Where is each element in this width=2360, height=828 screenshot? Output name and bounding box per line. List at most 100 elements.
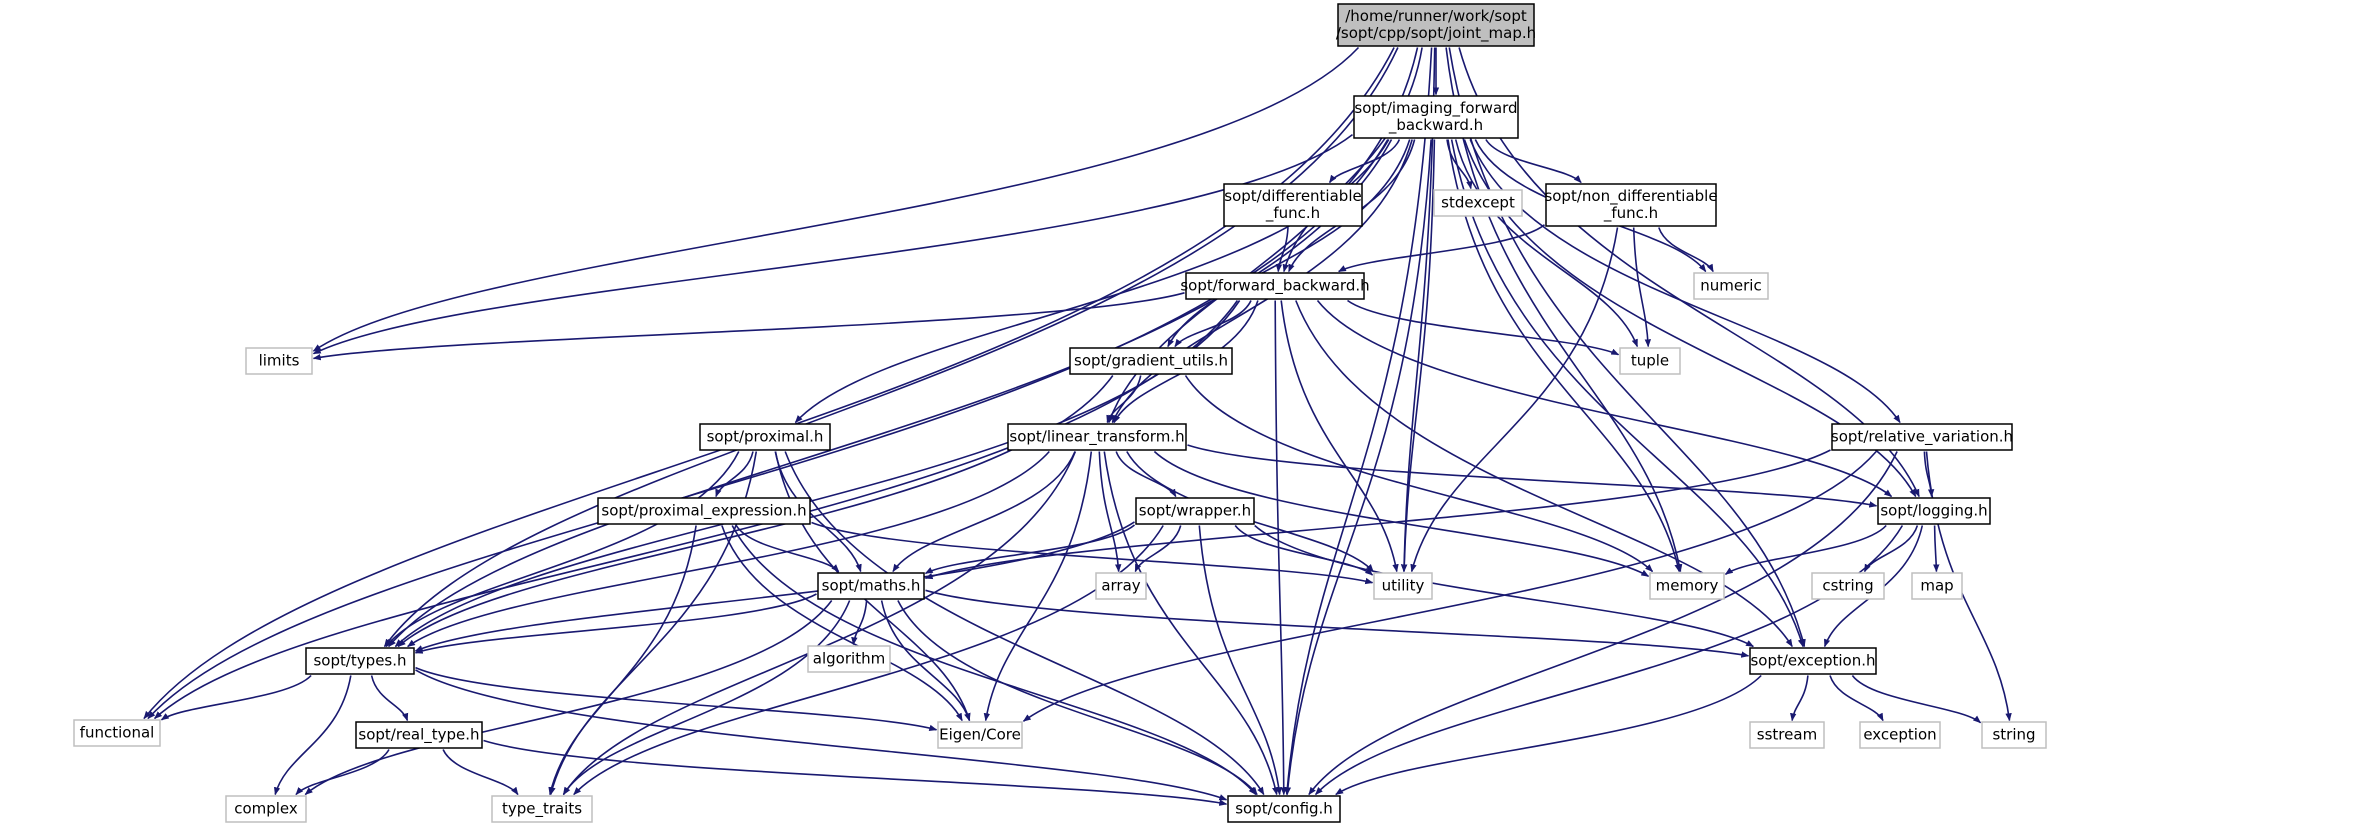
edge-joint_map-to-types	[383, 47, 1399, 648]
node-label: Eigen/Core	[939, 726, 1021, 744]
node-label: complex	[234, 800, 298, 818]
edge-types-to-functional	[160, 674, 312, 721]
edge-logging-to-cstring	[1863, 525, 1919, 573]
node-label: map	[1920, 577, 1953, 595]
node-label: sopt/imaging_forward	[1354, 99, 1517, 118]
edge-types-to-complex	[274, 675, 352, 796]
node-label: sopt/types.h	[313, 652, 406, 670]
edge-nondiff_func-to-utility	[1410, 227, 1619, 573]
node-box	[491, 795, 593, 823]
node-box	[355, 721, 483, 749]
node-functional: functional	[73, 719, 161, 747]
edge-proximal-to-maths	[774, 451, 862, 573]
edge-proximal-to-types	[385, 451, 740, 648]
node-box	[1811, 572, 1885, 600]
node-map: map	[1911, 572, 1963, 600]
node-box	[1911, 572, 1963, 600]
node-box	[1877, 497, 1991, 525]
edge-forward_backward-to-config	[1274, 300, 1287, 796]
edge-wrapper-to-exception	[1254, 524, 1754, 648]
node-types[interactable]: sopt/types.h	[305, 647, 415, 675]
edge-relative_variation-to-maths	[924, 449, 1831, 580]
edge-wrapper-to-utility	[1234, 525, 1374, 576]
edge-imaging_fb-to-exception	[1450, 139, 1805, 648]
node-label: sopt/real_type.h	[358, 726, 479, 745]
node-utility: utility	[1373, 572, 1433, 600]
node-label: utility	[1382, 577, 1425, 595]
node-imaging-fb[interactable]: sopt/imaging_forward_backward.h	[1353, 95, 1519, 139]
edge-linear_transform-to-types	[407, 450, 1050, 648]
edge-types-to-eigen_core	[415, 666, 938, 731]
edge-forward_backward-to-limits	[312, 292, 1185, 361]
edge-relative_variation-to-eigen_core	[1022, 450, 1877, 722]
node-maths[interactable]: sopt/maths.h	[817, 572, 925, 600]
node-limits: limits	[245, 347, 313, 375]
node-label: sopt/forward_backward.h	[1180, 277, 1369, 296]
node-gradient-utils[interactable]: sopt/gradient_utils.h	[1069, 347, 1233, 375]
edge-gradient_utils-to-linear_transform	[1106, 375, 1142, 424]
edge-types-to-real_type	[370, 675, 409, 722]
edge-nondiff_func-to-tuple	[1632, 227, 1652, 348]
node-box	[1619, 347, 1681, 375]
node-box	[1749, 647, 1877, 675]
node-box	[699, 423, 831, 451]
node-label: array	[1101, 577, 1140, 595]
node-box	[597, 497, 811, 525]
edge-imaging_fb-to-utility	[1401, 139, 1436, 573]
node-forward-backward[interactable]: sopt/forward_backward.h	[1180, 272, 1370, 300]
edge-linear_transform-to-maths	[892, 451, 1076, 573]
edge-real_type-to-complex	[295, 749, 390, 796]
node-joint-map[interactable]: /home/runner/work/sopt/sopt/cpp/sopt/joi…	[1336, 3, 1536, 47]
node-exception[interactable]: sopt/exception.h	[1749, 647, 1877, 675]
edge-real_type-to-type_traits	[442, 749, 519, 796]
node-label: stdexcept	[1441, 194, 1515, 212]
node-wrapper[interactable]: sopt/wrapper.h	[1135, 497, 1255, 525]
node-label: sopt/config.h	[1235, 800, 1333, 818]
node-label: sopt/proximal.h	[707, 428, 824, 446]
node-label: numeric	[1700, 277, 1761, 295]
edge-imaging_fb-to-limits	[312, 133, 1353, 355]
node-exception-std: exception	[1859, 721, 1941, 749]
edge-forward_backward-to-tuple	[1347, 299, 1620, 356]
node-config[interactable]: sopt/config.h	[1227, 795, 1341, 823]
node-linear-transform[interactable]: sopt/linear_transform.h	[1007, 423, 1187, 451]
node-box	[1227, 795, 1341, 823]
node-label: cstring	[1822, 577, 1873, 595]
node-nondiff-func[interactable]: sopt/non_differentiable_func.h	[1544, 183, 1718, 227]
edge-imaging_fb-to-functional	[147, 139, 1389, 720]
node-box	[1649, 572, 1725, 600]
node-label: sopt/relative_variation.h	[1831, 428, 2013, 447]
node-box	[937, 721, 1023, 749]
node-label: limits	[259, 352, 300, 370]
node-proximal-expression[interactable]: sopt/proximal_expression.h	[597, 497, 811, 525]
edge-exception-to-exception_std	[1829, 675, 1884, 722]
node-diff-func[interactable]: sopt/differentiable_func.h	[1223, 183, 1363, 227]
edge-wrapper-to-array	[1134, 525, 1182, 573]
edge-linear_transform-to-config	[1103, 451, 1279, 796]
edge-proximal_expression-to-eigen_core	[721, 525, 963, 722]
edge-imaging_fb-to-diff_func	[1328, 139, 1401, 184]
edge-diff_func-to-forward_backward	[1275, 227, 1289, 273]
edge-relative_variation-to-config	[1308, 451, 1898, 796]
edge-joint_map-to-config	[1284, 47, 1433, 796]
node-box	[1007, 423, 1187, 451]
node-box	[1373, 572, 1433, 600]
node-box	[73, 719, 161, 747]
node-logging[interactable]: sopt/logging.h	[1877, 497, 1991, 525]
node-label: sopt/linear_transform.h	[1009, 428, 1184, 447]
node-box	[225, 795, 307, 823]
node-label: sopt/logging.h	[1880, 502, 1987, 520]
node-box	[305, 647, 415, 675]
node-label: /sopt/cpp/sopt/joint_map.h	[1336, 24, 1536, 43]
node-relative-variation[interactable]: sopt/relative_variation.h	[1831, 423, 2013, 451]
edge-exception-to-string	[1851, 675, 1982, 724]
node-label: sstream	[1757, 726, 1817, 744]
edge-maths-to-config	[897, 600, 1258, 796]
edge-logging-to-memory	[1724, 524, 1887, 575]
node-proximal[interactable]: sopt/proximal.h	[699, 423, 831, 451]
node-label: exception	[1863, 726, 1936, 744]
node-label: /home/runner/work/sopt	[1345, 7, 1527, 25]
node-box	[1749, 721, 1825, 749]
node-real-type[interactable]: sopt/real_type.h	[355, 721, 483, 749]
